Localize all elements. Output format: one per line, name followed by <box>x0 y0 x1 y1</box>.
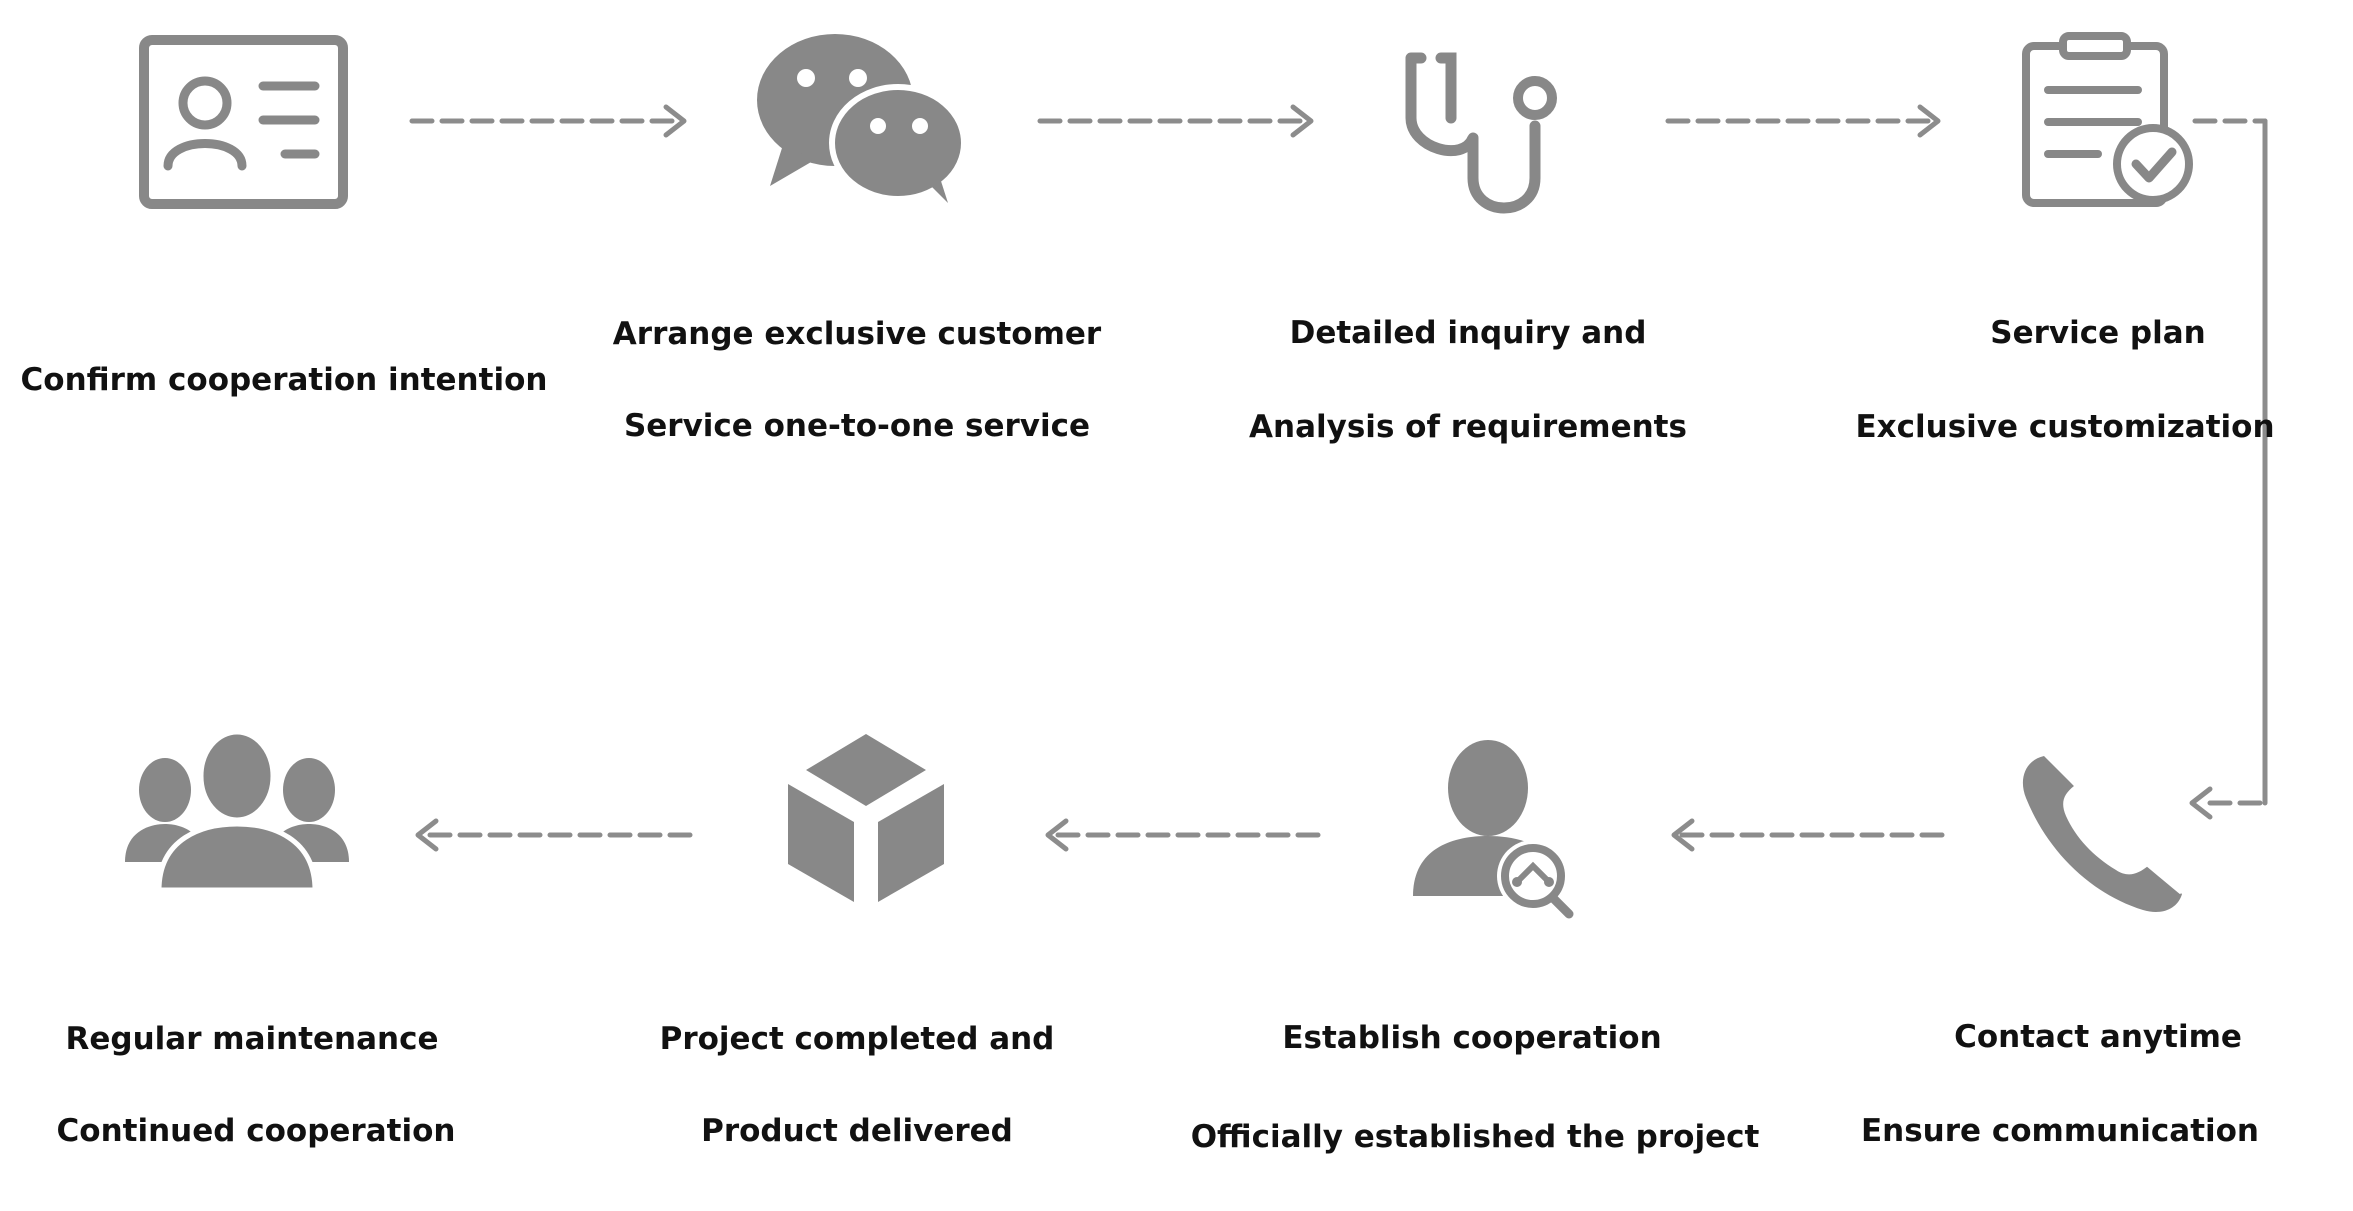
arrowhead-2 <box>1290 104 1314 138</box>
chat-bubbles-icon <box>740 18 980 228</box>
step-6-label-line-2: Officially established the project <box>1190 1119 1760 1155</box>
step-3-label-line-1: Detailed inquiry and <box>1289 315 1647 351</box>
id-card-icon <box>123 18 363 228</box>
step-5-label-line-1: Contact anytime <box>1954 1019 2242 1055</box>
user-search-icon <box>1373 728 1613 938</box>
step-3-label-line-2: Analysis of requirements <box>1249 409 1687 445</box>
arrowhead-1 <box>663 104 687 138</box>
step-2-label-line-1: Arrange exclusive customer <box>612 316 1102 352</box>
step-4-label-line-1: Service plan <box>1990 315 2206 351</box>
cube-icon <box>746 728 986 938</box>
step-8-label-line-1: Regular maintenance <box>65 1021 439 1057</box>
group-icon <box>113 728 353 938</box>
arrowhead-7 <box>415 818 439 852</box>
step-7-label-line-2: Product delivered <box>701 1113 1013 1149</box>
step-6-label-line-1: Establish cooperation <box>1282 1020 1662 1056</box>
arrowhead-3 <box>1917 104 1941 138</box>
step-2-label-line-2: Service one-to-one service <box>623 408 1091 444</box>
step-4-label-line-2: Exclusive customization <box>1855 409 2275 445</box>
step-7-label-line-1: Project completed and <box>659 1021 1055 1057</box>
arrowhead-5 <box>1671 818 1695 852</box>
step-1-label-line-1: Confirm cooperation intention <box>20 362 548 398</box>
arrowhead-6 <box>1045 818 1069 852</box>
clipboard-check-icon <box>1988 18 2228 228</box>
step-5-label-line-2: Ensure communication <box>1860 1113 2260 1149</box>
step-8-label-line-2: Continued cooperation <box>56 1113 456 1149</box>
arrowhead-4 <box>2189 786 2213 820</box>
phone-icon <box>1988 728 2228 938</box>
stethoscope-icon <box>1373 18 1613 228</box>
